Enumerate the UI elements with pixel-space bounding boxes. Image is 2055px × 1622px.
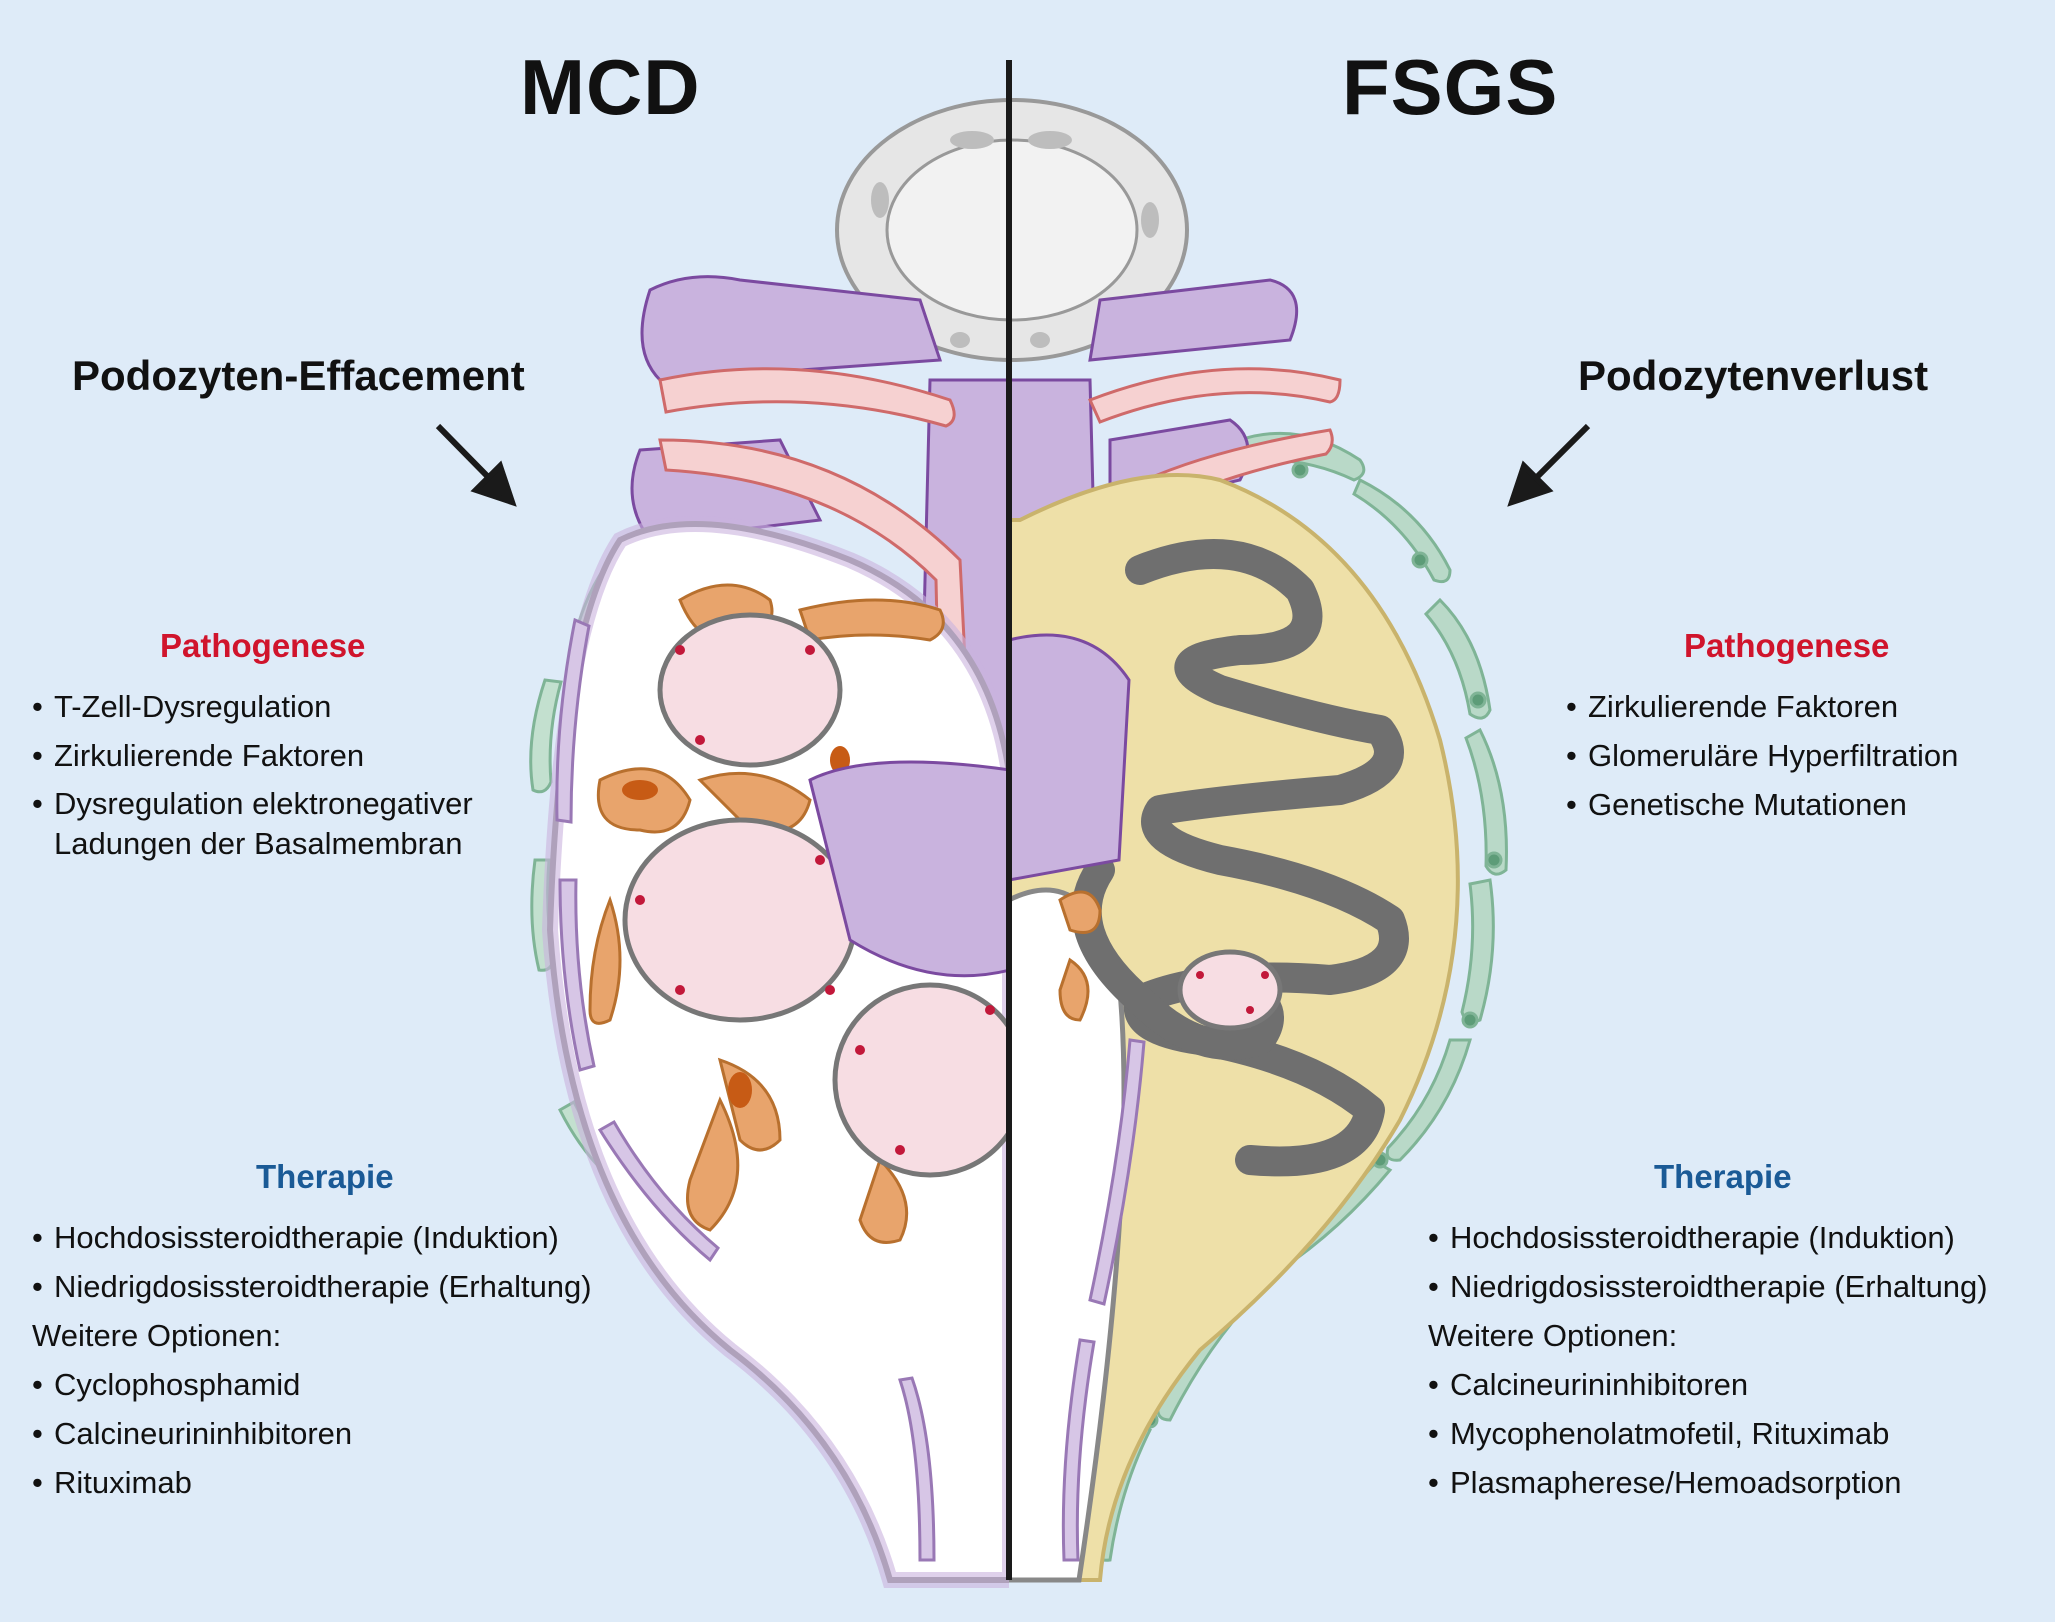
mcd-glomerulus — [541, 516, 1009, 1588]
left-title: MCD — [520, 43, 701, 131]
list-item: Hochdosissteroidtherapie (Induktion) — [1428, 1213, 2038, 1262]
right-further-options-list: Calcineurininhibitoren Mycophenolatmofet… — [1428, 1360, 2038, 1507]
left-further-options-label: Weitere Optionen: — [32, 1318, 282, 1353]
fsgs-glomerulus — [1009, 473, 1460, 1583]
list-item: Calcineurininhibitoren — [1428, 1360, 2038, 1409]
right-pathogenesis-list: Zirkulierende Faktoren Glomeruläre Hyper… — [1566, 682, 2036, 829]
right-therapy-list: Hochdosissteroidtherapie (Induktion) Nie… — [1428, 1213, 2038, 1311]
list-item: Niedrigdosissteroidtherapie (Erhaltung) — [1428, 1262, 2038, 1311]
left-therapy-block: Hochdosissteroidtherapie (Induktion) Nie… — [32, 1213, 652, 1507]
left-therapy-list: Hochdosissteroidtherapie (Induktion) Nie… — [32, 1213, 652, 1311]
list-item: Hochdosissteroidtherapie (Induktion) — [32, 1213, 652, 1262]
left-pathogenesis-heading: Pathogenese — [160, 627, 366, 664]
list-item: Rituximab — [32, 1458, 652, 1507]
list-item: Plasmapherese/Hemoadsorption — [1428, 1458, 2038, 1507]
left-further-options-list: Cyclophosphamid Calcineurininhibitoren R… — [32, 1360, 652, 1507]
arrow-right — [1507, 423, 1591, 507]
list-item: T-Zell-Dysregulation — [32, 682, 552, 731]
left-arrow-label: Podozyten-Effacement — [72, 352, 525, 399]
list-item: Calcineurininhibitoren — [32, 1409, 652, 1458]
list-item: Mycophenolatmofetil, Rituximab — [1428, 1409, 2038, 1458]
list-item: Zirkulierende Faktoren — [1566, 682, 2036, 731]
list-item: Zirkulierende Faktoren — [32, 731, 552, 780]
right-further-options-label: Weitere Optionen: — [1428, 1318, 1678, 1353]
arrow-left — [435, 423, 517, 507]
right-therapy-block: Hochdosissteroidtherapie (Induktion) Nie… — [1428, 1213, 2038, 1507]
left-pathogenesis-list: T-Zell-Dysregulation Zirkulierende Fakto… — [32, 682, 552, 870]
list-item: Cyclophosphamid — [32, 1360, 652, 1409]
right-pathogenesis-heading: Pathogenese — [1684, 627, 1890, 664]
left-therapy-heading: Therapie — [256, 1158, 394, 1195]
list-item: Dysregulation elektronegativer Ladungen … — [32, 784, 552, 864]
list-item: Glomeruläre Hyperfiltration — [1566, 731, 2036, 780]
list-item: Niedrigdosissteroidtherapie (Erhaltung) — [32, 1262, 652, 1311]
list-item: Genetische Mutationen — [1566, 780, 2036, 829]
right-therapy-heading: Therapie — [1654, 1158, 1792, 1195]
right-arrow-label: Podozytenverlust — [1578, 352, 1929, 399]
right-title: FSGS — [1342, 43, 1559, 131]
